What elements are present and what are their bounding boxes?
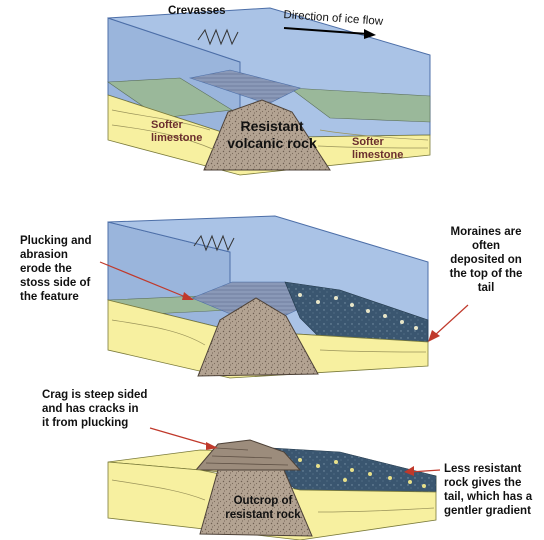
crevasse-zigzag [197, 28, 239, 46]
limestone-surface-right [289, 87, 431, 123]
crag-top-surface [188, 69, 301, 105]
plucking-arrow [99, 261, 189, 299]
ice-flow-arrow-line [283, 27, 369, 35]
moraine-arrow [433, 304, 469, 337]
ice-flow-arrowhead [364, 29, 376, 39]
tail-arrow [409, 469, 441, 473]
panel-2-erosion-deposition [99, 215, 469, 379]
panel-3-crag-and-tail [107, 427, 441, 540]
crag-3 [194, 439, 302, 471]
tail-pebbles-3 [298, 458, 426, 488]
label-crevasses: Crevasses [168, 5, 226, 17]
moraine-deposits-2 [298, 293, 418, 330]
crevasse-zigzag-2 [193, 234, 235, 252]
crag-arrow [149, 427, 213, 447]
outcrop-front-3 [199, 469, 313, 537]
panel-1-glacier-over-bedrock [107, 7, 431, 176]
volcanic-rock-outcrop [203, 99, 331, 171]
volcanic-rock-outcrop-2 [197, 297, 319, 377]
